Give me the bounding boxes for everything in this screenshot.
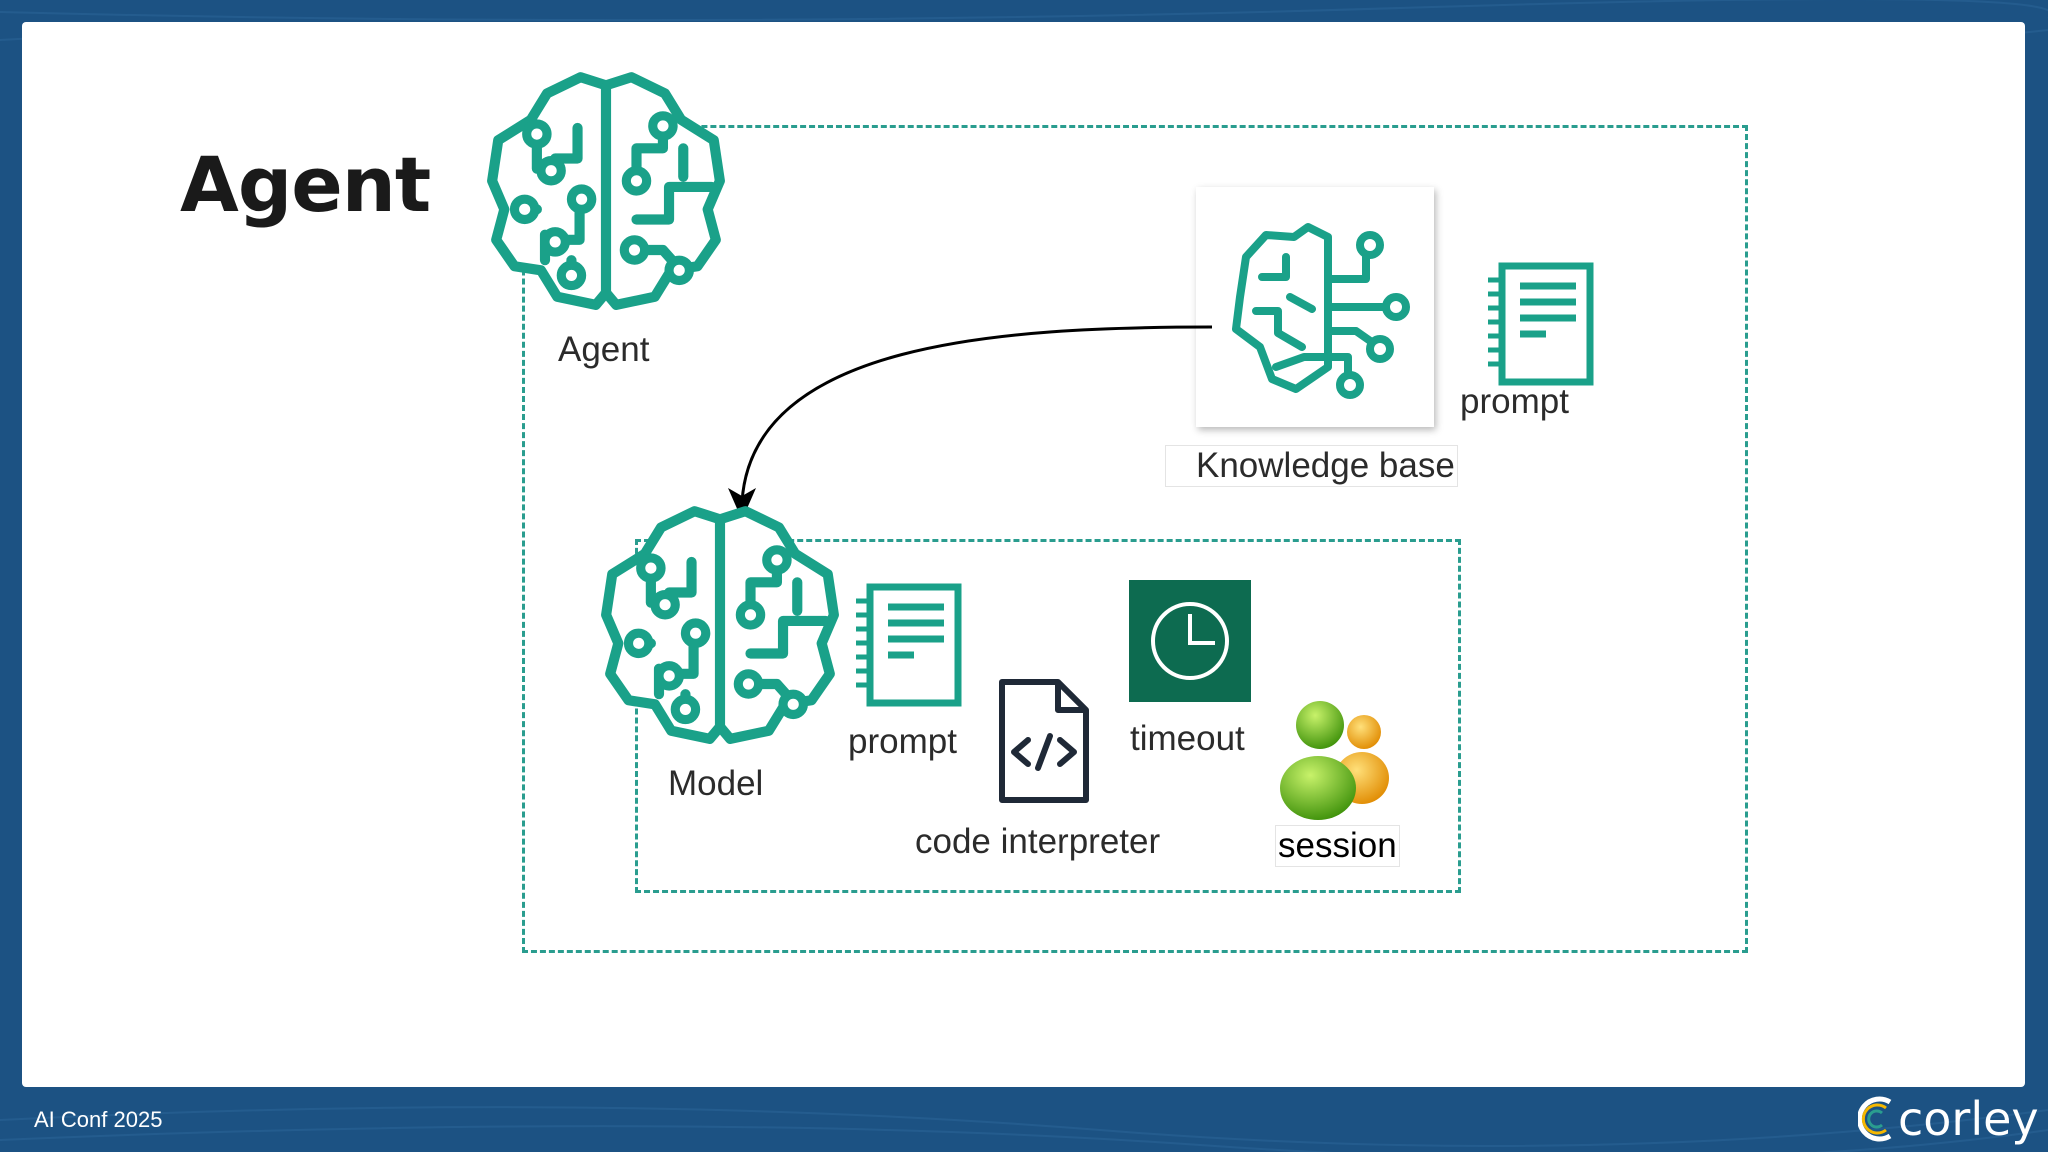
session-label: session [1275, 825, 1400, 867]
model-brain-icon [601, 506, 839, 744]
kb-prompt-label: prompt [1460, 382, 1569, 421]
model-prompt-notebook-icon [856, 583, 962, 707]
slide-title: Agent [180, 140, 431, 229]
model-label: Model [668, 764, 764, 803]
brand-logo: corley [1858, 1092, 2039, 1146]
brand-name: corley [1898, 1092, 2039, 1146]
footer-conference: AI Conf 2025 [34, 1107, 163, 1132]
timeout-label: timeout [1130, 719, 1245, 758]
agent-container [522, 125, 1748, 953]
code-interpreter-label: code interpreter [915, 822, 1161, 861]
model-container [635, 539, 1461, 893]
agent-label: Agent [558, 330, 650, 369]
kb-to-model-arrow [728, 325, 1213, 520]
clock-icon [1129, 580, 1251, 702]
knowledge-base-icon [1232, 223, 1410, 399]
code-file-icon [999, 679, 1089, 803]
knowledge-base-card [1196, 187, 1434, 427]
model-prompt-label: prompt [848, 722, 957, 761]
slide-canvas: Agent Agent [22, 22, 2025, 1087]
knowledge-base-label: Knowledge base [1165, 445, 1458, 487]
kb-prompt-notebook-icon [1488, 262, 1594, 386]
session-users-icon [1280, 701, 1389, 820]
corley-c-icon [1858, 1096, 1892, 1142]
agent-brain-icon [487, 72, 725, 310]
